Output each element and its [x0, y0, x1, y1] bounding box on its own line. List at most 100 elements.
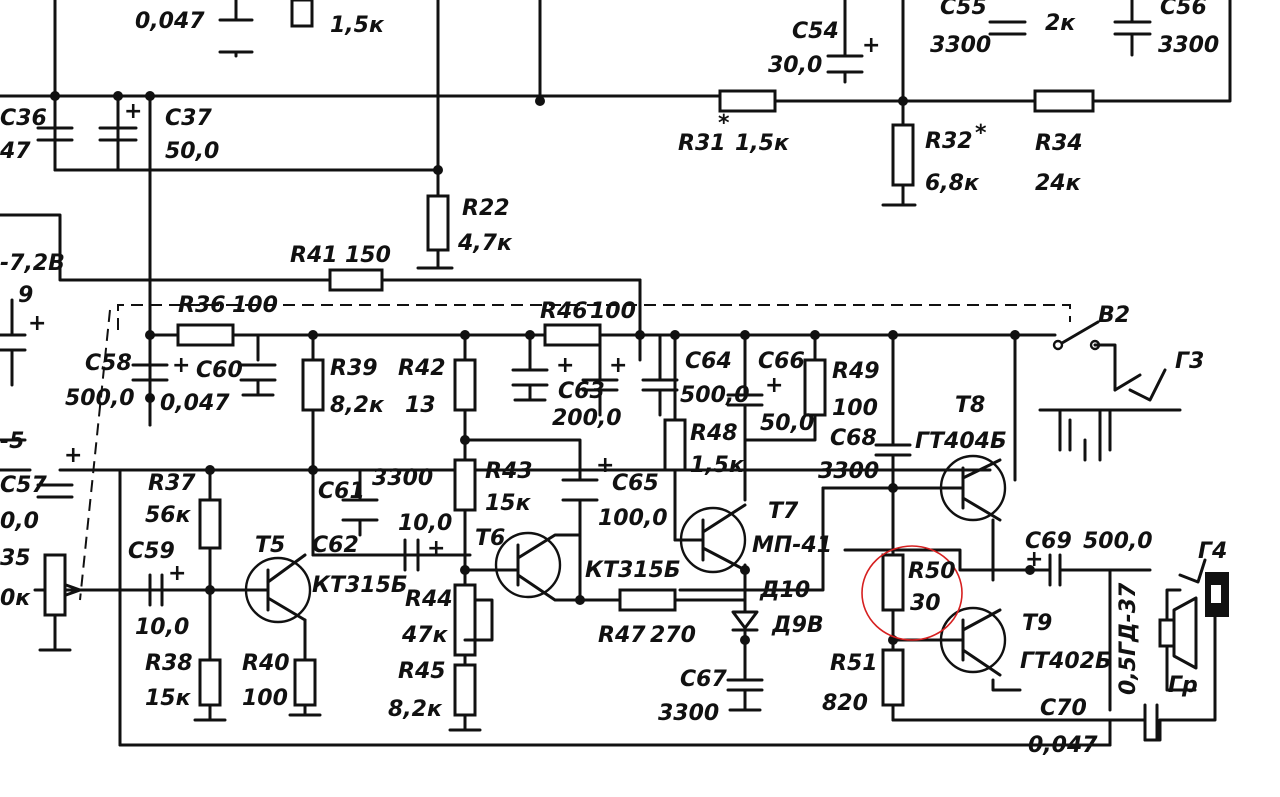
label-c58: С58 — [85, 351, 132, 376]
label-c67v: 3300 — [658, 701, 719, 726]
label-c60: С60 — [196, 358, 243, 383]
resistor-r42 — [453, 358, 477, 412]
label-r40: R40 — [242, 651, 290, 676]
svg-text:+: + — [862, 33, 880, 58]
label-c047top: 0,047 — [135, 9, 205, 34]
label-c65v: 100,0 — [598, 506, 668, 531]
label-r39v: 8,2к — [330, 393, 385, 418]
label-t9type: ГТ402Б — [1020, 649, 1112, 674]
label-r43v: 15к — [485, 491, 532, 516]
label-c56: С56 — [1160, 0, 1207, 20]
pot-wiper-arrow — [64, 583, 82, 597]
label-c63v: 200,0 — [552, 406, 622, 431]
resistor-r38 — [198, 658, 222, 707]
label-r22v: 4,7к — [457, 231, 513, 256]
label-r34v: 24к — [1035, 171, 1082, 196]
capacitor-c9-left — [0, 298, 27, 387]
resistor-r40 — [293, 658, 317, 707]
resistors — [43, 0, 1095, 717]
capacitor-c66 — [726, 393, 764, 407]
dashed-link — [117, 304, 1071, 330]
label-c57: С57 — [0, 473, 47, 498]
label-n9: 9 — [18, 283, 33, 308]
resistor-r41 — [328, 268, 384, 292]
label-c68: С68 — [830, 426, 877, 451]
potentiometer-r35 — [43, 553, 67, 617]
capacitor-c61 — [341, 498, 379, 522]
label-r15top: 1,5к — [330, 13, 385, 38]
label-r32-star: * — [975, 121, 987, 146]
svg-text:+: + — [168, 561, 186, 586]
resistor-r37 — [198, 498, 222, 550]
label-t6: Т6 — [475, 526, 505, 551]
label-t8type: ГТ404Б — [915, 429, 1007, 454]
label-r32: R32 — [925, 129, 973, 154]
label-c65: С65 — [612, 471, 659, 496]
label-r2k: 2к — [1045, 11, 1076, 36]
label-r37: R37 — [148, 471, 196, 496]
label-c56v: 3300 — [1158, 33, 1219, 58]
svg-text:+: + — [172, 353, 190, 378]
capacitor-c68 — [874, 443, 912, 457]
label-c58v: 500,0 — [65, 386, 135, 411]
label-r49v: 100 — [832, 396, 878, 421]
label-r45: R45 — [398, 659, 446, 684]
label-r41v: 150 — [345, 243, 391, 268]
label-c61: С61 — [318, 479, 365, 504]
capacitor-c55 — [988, 20, 1027, 36]
capacitor-c67 — [726, 678, 764, 692]
label-n5: -5 — [0, 429, 24, 454]
dashed-link-pot — [79, 309, 111, 601]
label-v72: -7,2В — [0, 251, 65, 276]
resistor-r51 — [881, 648, 905, 707]
label-t5: Т5 — [255, 533, 285, 558]
capacitor-c57 — [36, 483, 74, 499]
label-r43: R43 — [485, 459, 533, 484]
label-c57v: 0,0 — [0, 509, 39, 534]
resistor-r31 — [718, 89, 777, 113]
label-c36v: 47 — [0, 139, 31, 164]
label-r34: R34 — [1035, 131, 1083, 156]
diode-d10 — [731, 610, 759, 632]
label-r39: R39 — [330, 356, 378, 381]
label-c54: С54 — [792, 19, 839, 44]
resistor-r32 — [891, 123, 915, 187]
label-r51v: 820 — [822, 691, 868, 716]
label-b2: В2 — [1098, 303, 1130, 328]
label-r32v: 6,8к — [925, 171, 980, 196]
resistor-r45 — [453, 663, 477, 717]
label-g4: Г4 — [1198, 539, 1227, 564]
polarity-marks: + + + + + + + + + + + + — [28, 33, 1043, 586]
label-spk: 0,5ГД-37 — [1116, 582, 1141, 695]
label-c62v: 10,0 — [398, 511, 452, 536]
label-gr: Гр — [1168, 673, 1198, 698]
svg-text:+: + — [596, 453, 614, 478]
resistor-r43 — [453, 458, 477, 512]
label-c66v: 50,0 — [760, 411, 814, 436]
label-c70v: 0,047 — [1028, 733, 1098, 758]
label-n35: 35 — [0, 546, 31, 571]
label-r31v: 1,5к — [735, 131, 790, 156]
label-r47: R47 — [598, 623, 646, 648]
capacitor-c047-top — [218, 0, 254, 58]
svg-text:+: + — [64, 443, 82, 468]
capacitor-c63 — [511, 368, 549, 387]
label-g3: Г3 — [1175, 349, 1204, 374]
resistor-r39 — [301, 358, 325, 412]
label-c69v: 500,0 — [1083, 529, 1153, 554]
label-c68v: 3300 — [818, 459, 879, 484]
label-c69: С69 — [1025, 529, 1072, 554]
capacitor-c65 — [561, 478, 599, 502]
resistor-r22 — [426, 194, 450, 252]
transistor-t8 — [939, 454, 1007, 522]
jack-g3 — [1058, 368, 1167, 462]
label-r48v: 1,5к — [690, 453, 745, 478]
resistor-r50 — [881, 553, 905, 612]
component-labels: 0,047 1,5к С54 30,0 С55 3300 2к С56 3300… — [0, 0, 1227, 758]
label-t6type: КТ315Б — [585, 558, 681, 583]
capacitor-c56 — [1113, 0, 1152, 57]
label-c37: С37 — [165, 106, 212, 131]
transistors — [244, 454, 1007, 677]
label-c64v: 500,0 — [680, 383, 750, 408]
